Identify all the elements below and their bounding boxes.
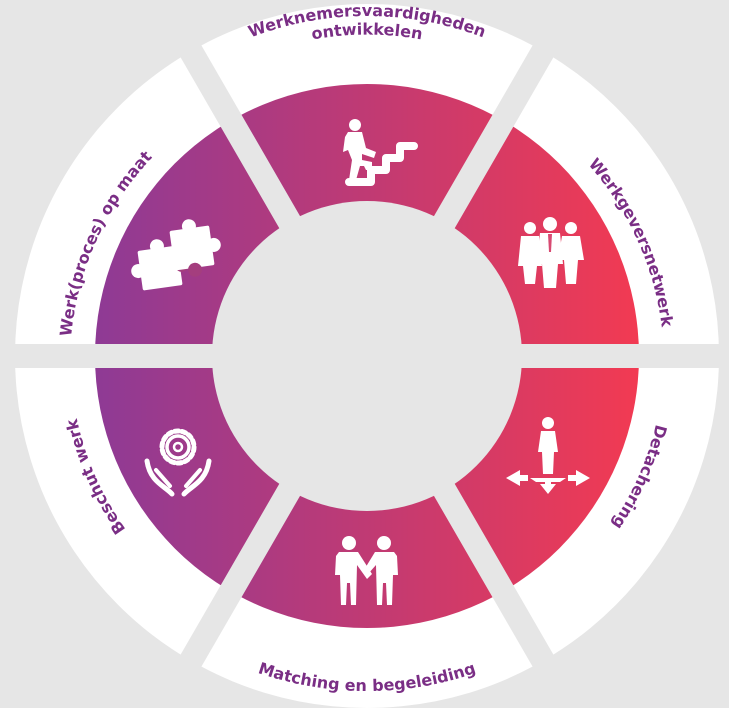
label-werknemersvaardigheden-line2: ontwikkelen [310,20,424,44]
hands-gear-icon [144,428,212,497]
person-directions-icon [506,417,590,494]
climbing-stairs-icon [343,119,418,186]
puzzle-icon [131,219,221,291]
business-people-icon [518,217,584,288]
handshake-icon [335,536,398,605]
center-hole [212,201,522,511]
